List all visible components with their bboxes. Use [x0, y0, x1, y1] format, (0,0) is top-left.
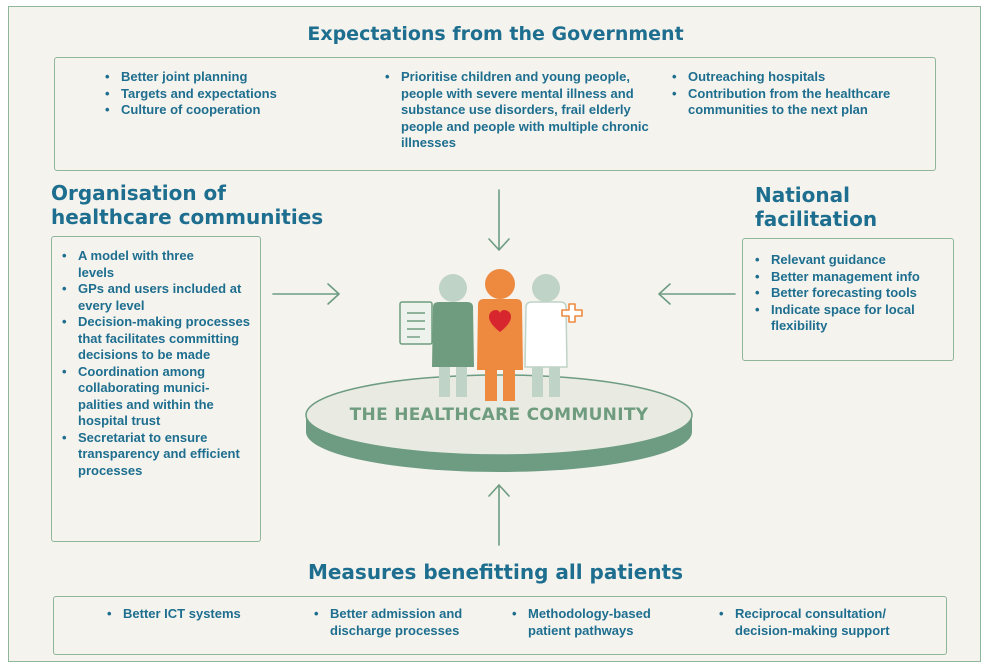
government-item: Prioritise children and young people, pe… — [385, 69, 660, 152]
organisation-item: Secretariat to ensure transparency and e… — [62, 430, 248, 480]
measures-list-2: Better admission and discharge processes — [314, 606, 494, 639]
measures-title: Measures benefitting all patients — [307, 560, 684, 584]
organisation-item: A model with three levels — [62, 248, 206, 281]
person-left — [432, 274, 474, 397]
arrow-left-icon — [658, 283, 736, 305]
government-box: Better joint planning Targets and expect… — [54, 57, 936, 171]
national-item: Relevant guidance — [755, 252, 947, 269]
measures-list-3: Methodology-based patient pathways — [512, 606, 682, 639]
government-item: Targets and expectations — [105, 86, 345, 103]
government-list-2: Prioritise children and young people, pe… — [385, 69, 660, 152]
organisation-box: A model with three levels GPs and users … — [51, 236, 261, 542]
arrow-up-icon — [488, 484, 510, 546]
organisation-item: Decision-making processes that facilitat… — [62, 314, 250, 364]
center-label: THE HEALTHCARE COMMUNITY — [349, 405, 649, 425]
arrow-down-icon — [488, 189, 510, 251]
government-title: Expectations from the Government — [307, 23, 684, 45]
center-illustration — [272, 189, 736, 546]
national-title-line1: National — [755, 183, 850, 207]
organisation-list: A model with three levels GPs and users … — [62, 248, 250, 480]
platform — [305, 374, 693, 472]
person-right — [524, 274, 568, 397]
organisation-item: Coordination among collaborating munici-… — [62, 364, 248, 430]
national-box: Relevant guidance Better management info… — [742, 238, 954, 361]
organisation-title-line1: Organisation of — [51, 181, 226, 205]
organisation-item: GPs and users included at every level — [62, 281, 248, 314]
measures-list-4: Reciprocal consultation/ decision-making… — [719, 606, 929, 639]
measures-list-1: Better ICT systems — [107, 606, 297, 623]
measures-item: Methodology-based patient pathways — [512, 606, 682, 639]
measures-item: Reciprocal consultation/ decision-making… — [719, 606, 929, 639]
government-item: Culture of cooperation — [105, 102, 345, 119]
organisation-title-line2: healthcare communities — [51, 205, 324, 229]
national-item: Indicate space for local flexibility — [755, 302, 947, 335]
heart-icon — [489, 310, 511, 332]
organisation-title: Organisation of healthcare communities — [51, 181, 323, 229]
measures-item: Better ICT systems — [107, 606, 297, 623]
person-center — [477, 269, 523, 401]
clipboard-icon — [399, 301, 433, 345]
national-list: Relevant guidance Better management info… — [755, 252, 947, 335]
government-item: Outreaching hospitals — [672, 69, 927, 86]
national-item: Better management info — [755, 269, 947, 286]
measures-item: Better admission and discharge processes — [314, 606, 494, 639]
national-title: National facilitation — [755, 183, 877, 231]
government-list-3: Outreaching hospitals Contribution from … — [672, 69, 927, 119]
arrow-right-icon — [272, 283, 340, 305]
national-title-line2: facilitation — [755, 207, 878, 231]
government-item: Contribution from the healthcare communi… — [672, 86, 927, 119]
government-item: Better joint planning — [105, 69, 345, 86]
diagram-canvas: Expectations from the Government Better … — [8, 6, 981, 662]
measures-box: Better ICT systems Better admission and … — [53, 596, 947, 655]
government-list-1: Better joint planning Targets and expect… — [105, 69, 345, 119]
medical-cross-icon — [561, 303, 583, 323]
national-item: Better forecasting tools — [755, 285, 947, 302]
